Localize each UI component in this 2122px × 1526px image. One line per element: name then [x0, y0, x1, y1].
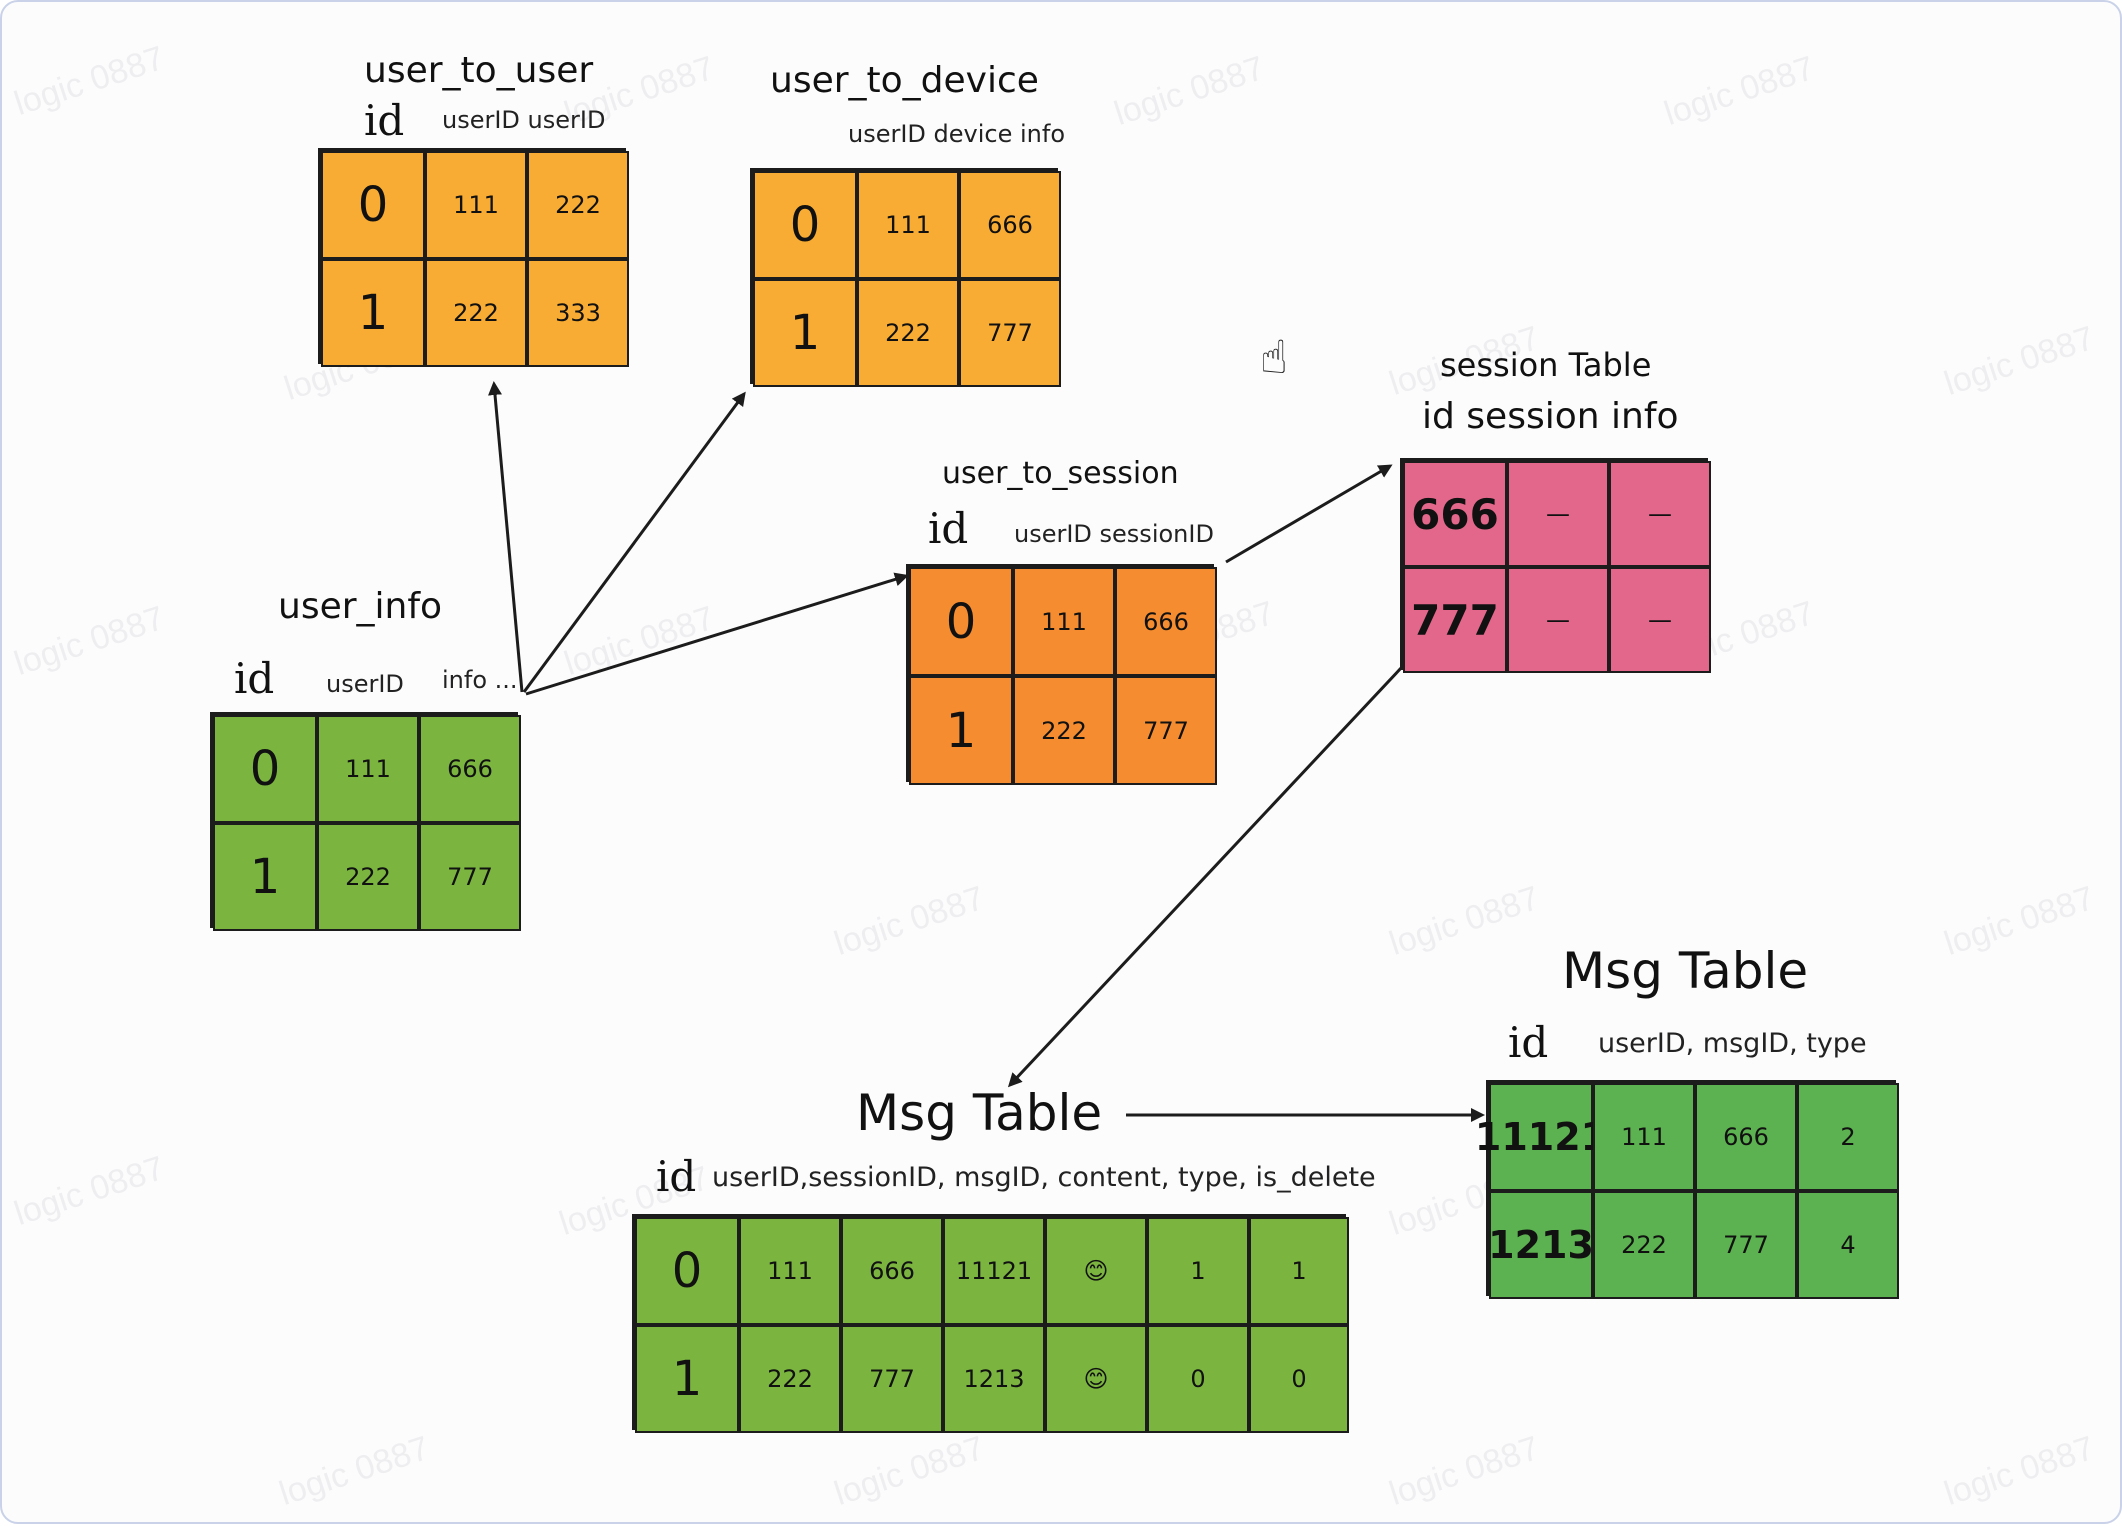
table-cell: 666	[841, 1217, 943, 1325]
table-cell: 1	[1147, 1217, 1249, 1325]
msg-table-left-title: Msg Table	[856, 1084, 1103, 1142]
table-cell: 111	[739, 1217, 841, 1325]
table-cell: 222	[857, 279, 959, 387]
arrow-user-info-to-user-to-device	[522, 391, 746, 693]
table-cell: 0	[213, 715, 317, 823]
table-cell: 777	[959, 279, 1061, 387]
table-cell: 0	[635, 1217, 739, 1325]
arrow-session-table-to-msg-table	[1007, 665, 1404, 1088]
user-to-user-title: user_to_user	[364, 50, 594, 91]
user-to-session-title: user_to_session	[942, 456, 1179, 491]
user-to-user-headers: userID userID	[442, 106, 606, 134]
user-to-device-headers: userID device info	[848, 120, 1066, 148]
user-info-id-label: id	[234, 654, 275, 703]
msg-table-right: 11121 111 666 2 1213 222 777 4	[1475, 1080, 1899, 1299]
table-cell: 666	[419, 715, 521, 823]
table-cell: 666	[1695, 1083, 1797, 1191]
arrow-user-info-to-user-to-user	[488, 381, 524, 693]
hand-pointer-icon: ☝	[1260, 330, 1289, 384]
user-to-device-table: 0 111 666 1 222 777	[750, 168, 1061, 387]
table-cell: —	[1507, 567, 1609, 673]
table-cell: 111	[1593, 1083, 1695, 1191]
table-cell: 777	[1115, 676, 1217, 785]
table-cell: 777	[1695, 1191, 1797, 1299]
arrow-user-info-to-user-to-session	[525, 572, 909, 696]
table-cell: 1	[753, 279, 857, 387]
user-to-device-title: user_to_device	[770, 60, 1039, 101]
table-cell: 222	[425, 259, 527, 367]
table-cell: 666	[1403, 461, 1507, 567]
table-cell: 0	[1147, 1325, 1249, 1433]
table-cell: 11121	[1475, 1083, 1607, 1191]
table-cell: 2	[1797, 1083, 1899, 1191]
msg-table-left-id-label: id	[656, 1152, 697, 1201]
table-cell: 1	[321, 259, 425, 367]
user-to-session-table: 0 111 666 1 222 777	[906, 564, 1217, 785]
table-cell: 0	[753, 171, 857, 279]
table-cell: —	[1609, 567, 1711, 673]
user-to-session-id-label: id	[928, 504, 969, 553]
table-cell: 1213	[1488, 1191, 1594, 1299]
table-cell: 222	[527, 151, 629, 259]
msg-table-right-headers: userID, msgID, type	[1598, 1028, 1867, 1059]
arrow-user-to-session-to-session-table	[1225, 464, 1393, 564]
msg-table-right-id-label: id	[1508, 1018, 1549, 1067]
table-cell: 1	[635, 1325, 739, 1433]
msg-table-right-title: Msg Table	[1562, 942, 1809, 1000]
table-cell: 1213	[943, 1325, 1045, 1433]
table-cell: 222	[739, 1325, 841, 1433]
table-cell: —	[1507, 461, 1609, 567]
table-cell: 1	[213, 823, 317, 931]
table-cell: 11121	[943, 1217, 1045, 1325]
table-cell: 777	[419, 823, 521, 931]
table-cell: 666	[1115, 567, 1217, 676]
table-cell: 222	[1593, 1191, 1695, 1299]
user-info-table: 0 111 666 1 222 777	[210, 712, 521, 931]
table-cell: 777	[841, 1325, 943, 1433]
table-cell: 111	[857, 171, 959, 279]
session-table-headers: id session info	[1422, 396, 1679, 437]
table-cell: 666	[959, 171, 1061, 279]
session-table-title: session Table	[1440, 346, 1652, 384]
user-info-header-info: info ...	[442, 666, 518, 694]
session-table: 666 — — 777 — —	[1400, 458, 1711, 673]
table-cell: 111	[317, 715, 419, 823]
user-info-title: user_info	[278, 586, 443, 627]
table-cell: 111	[425, 151, 527, 259]
emoji-cell: 😊	[1045, 1325, 1147, 1433]
table-cell: 777	[1403, 567, 1507, 673]
table-cell: 0	[909, 567, 1013, 676]
msg-table-left: 0 111 666 11121 😊 1 1 1 222 777 1213 😊 0…	[632, 1214, 1349, 1433]
table-cell: 4	[1797, 1191, 1899, 1299]
table-cell: 222	[1013, 676, 1115, 785]
user-info-header-userid: userID	[326, 670, 404, 698]
table-cell: 0	[321, 151, 425, 259]
table-cell: 1	[909, 676, 1013, 785]
table-cell: 222	[317, 823, 419, 931]
table-cell: 111	[1013, 567, 1115, 676]
emoji-cell: 😊	[1045, 1217, 1147, 1325]
msg-table-left-headers: userID,sessionID, msgID, content, type, …	[712, 1162, 1376, 1193]
table-cell: 333	[527, 259, 629, 367]
table-cell: 1	[1249, 1217, 1349, 1325]
user-to-session-headers: userID sessionID	[1014, 520, 1214, 548]
user-to-user-table: 0 111 222 1 222 333	[318, 148, 629, 367]
table-cell: 0	[1249, 1325, 1349, 1433]
table-cell: —	[1609, 461, 1711, 567]
user-to-user-id-label: id	[364, 96, 405, 145]
